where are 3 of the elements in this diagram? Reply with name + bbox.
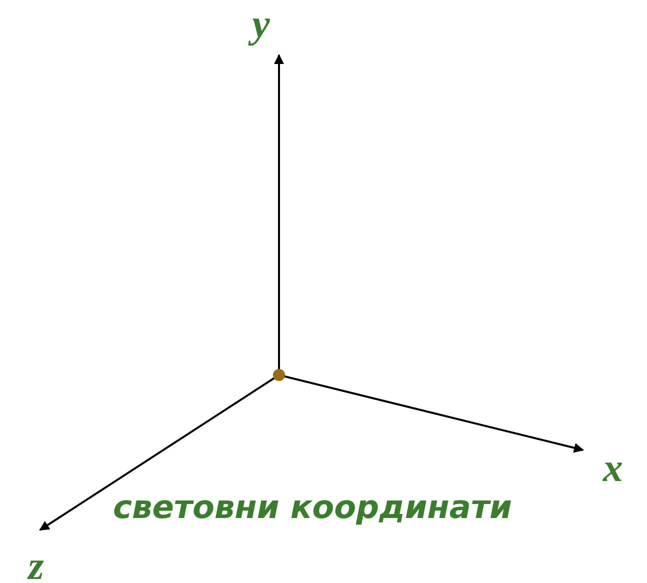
caption: световни координати (113, 490, 512, 526)
axis-label: z (28, 546, 44, 583)
axis-label: x (603, 448, 623, 488)
